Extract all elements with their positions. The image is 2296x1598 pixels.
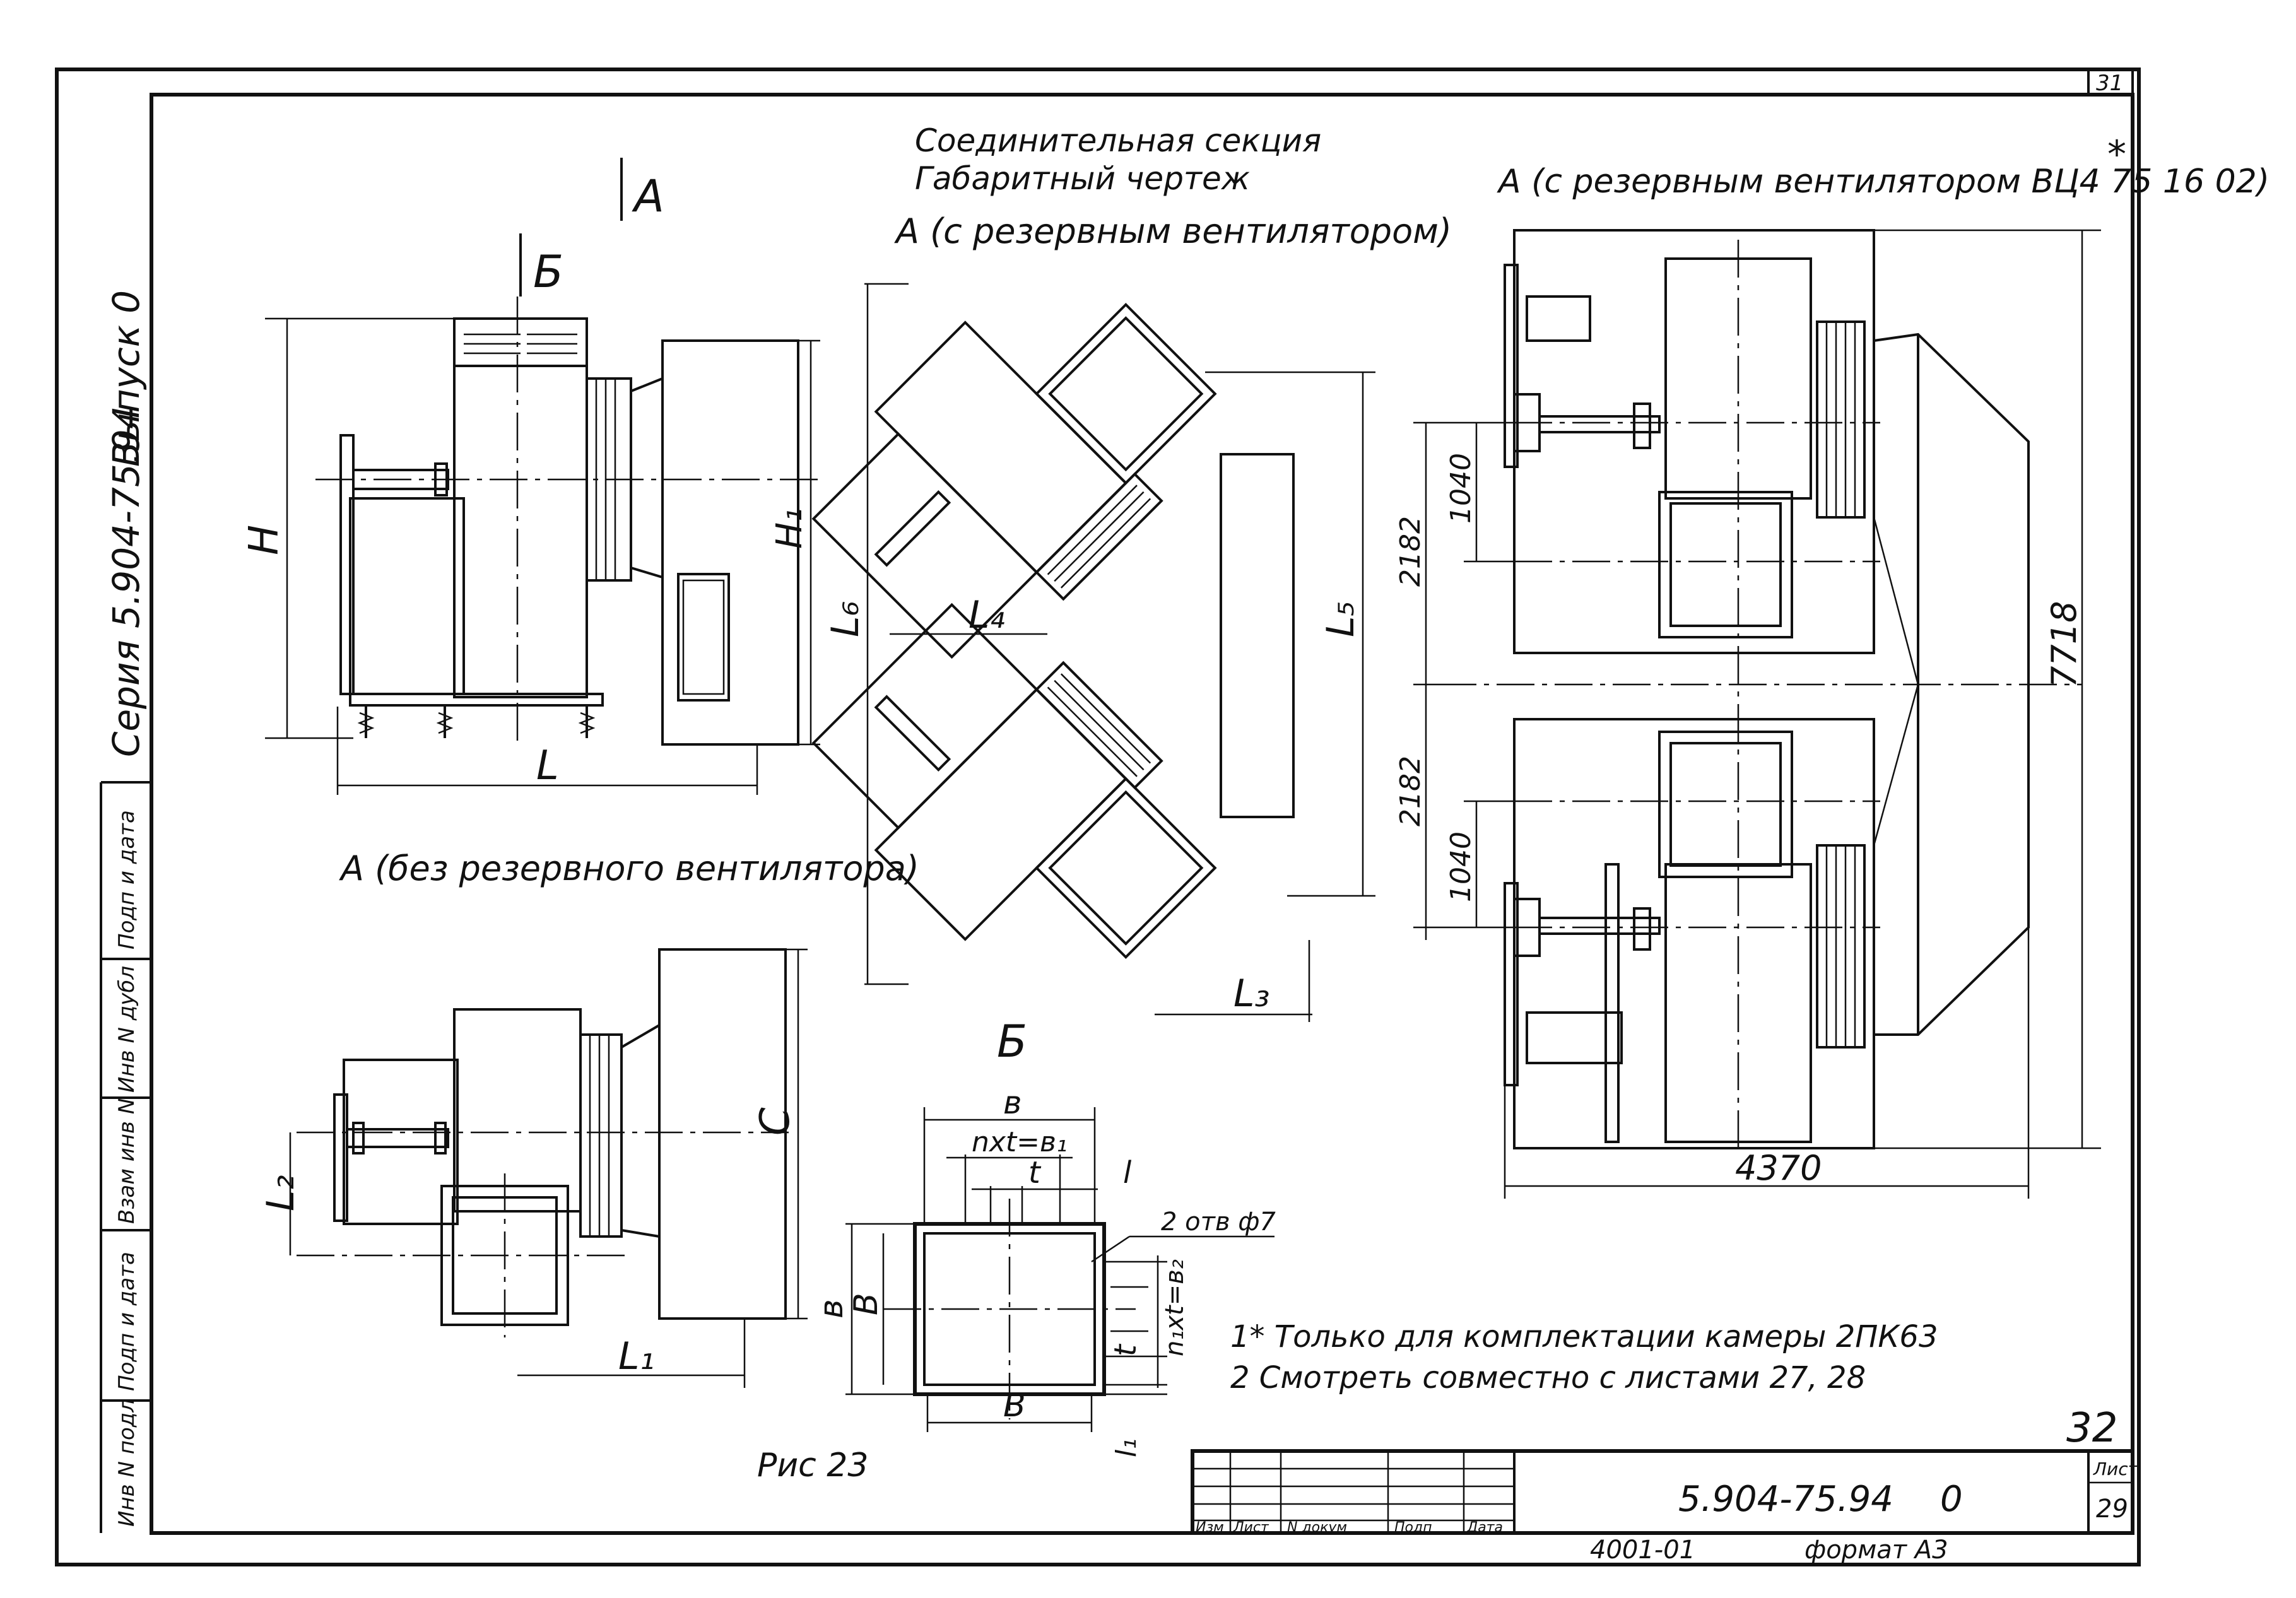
- page-number-handwritten: 32: [2066, 1405, 2117, 1452]
- note-1: 1* Только для комплектации камеры 2ПК63: [1230, 1319, 1938, 1354]
- dim-L: L: [536, 743, 559, 789]
- dim-H: H: [241, 525, 288, 555]
- section-b-arrow: Б: [533, 246, 563, 298]
- dim-L4: L₄: [968, 593, 1004, 637]
- dim-2182-upper: 2182: [1394, 516, 1427, 587]
- dim-nxt-b2: n₁xt=в₂: [1160, 1259, 1189, 1356]
- section-b-detail: в nxt=в₁ t l 2 отв ф7 в В В n₁xt=в₂ t: [813, 1084, 1276, 1457]
- dim-B-bottom: В: [1003, 1387, 1026, 1425]
- dim-C: C: [752, 1107, 799, 1136]
- plan-vc4: 2182 1040 2182 1040 7718 4370: [1394, 229, 2101, 1199]
- tb-format: формат А3: [1804, 1536, 1948, 1565]
- holes-label: 2 отв ф7: [1161, 1207, 1276, 1237]
- dim-4370: 4370: [1735, 1148, 1822, 1188]
- dim-t-top: t: [1028, 1155, 1042, 1190]
- dim-1040-upper: 1040: [1445, 453, 1477, 524]
- tb-sheet-number: 29: [2096, 1495, 2128, 1524]
- strip-cell-4: Инв N дубл: [114, 966, 139, 1093]
- tb-col-dokum: N докум: [1287, 1520, 1347, 1536]
- tb-sheet-label: Лист: [2093, 1459, 2139, 1479]
- asterisk-mark: *: [2107, 132, 2126, 177]
- dim-L5: L₅: [1319, 601, 1363, 637]
- dim-2182-lower: 2182: [1394, 756, 1427, 826]
- outer-frame: [55, 68, 2141, 1566]
- dim-7718: 7718: [2044, 601, 2084, 688]
- label-a-no-reserve: А (без резервного вентилятора): [339, 849, 919, 888]
- dim-L2: L₂: [259, 1175, 303, 1211]
- strip-cell-2: Подп и дата: [114, 1252, 139, 1391]
- title-block: Изм Лист N докум Подп Дата 5.904-75.94 0…: [1191, 1449, 2139, 1565]
- left-strip: Инв N подл Подп и дата Взам инв N Инв N …: [100, 290, 151, 1533]
- dim-L6: L₆: [823, 601, 868, 637]
- dim-l1-right: l₁: [1110, 1438, 1143, 1457]
- dim-B-left: В: [847, 1293, 885, 1315]
- series-label: Серия 5.904-75.94: [105, 406, 148, 757]
- side-view: А Б: [241, 158, 820, 795]
- title-line-1: Соединительная секция: [915, 122, 1321, 159]
- dim-b-top: в: [1003, 1084, 1021, 1121]
- figure-label: Рис 23: [757, 1447, 868, 1484]
- corner-sheet-number: 31: [2096, 71, 2123, 96]
- plan-no-reserve: C L₂ L₁: [259, 948, 808, 1388]
- tb-issue: 0: [1940, 1479, 1963, 1520]
- dim-L3: L₃: [1233, 972, 1269, 1016]
- section-a-arrow: А: [632, 170, 664, 222]
- tb-col-data: Дата: [1466, 1520, 1503, 1536]
- tb-col-list: Лист: [1233, 1520, 1269, 1536]
- label-b-view: Б: [997, 1016, 1027, 1067]
- tb-designation: 5.904-75.94: [1678, 1479, 1893, 1520]
- dim-t-right: t: [1108, 1343, 1143, 1356]
- dim-nxt-b1: nxt=в₁: [972, 1126, 1068, 1158]
- strip-cell-3: Взам инв N: [114, 1098, 139, 1224]
- dim-l-top: l: [1123, 1155, 1132, 1190]
- tb-stamp: 4001-01: [1590, 1536, 1695, 1565]
- strip-cell-5: Подп и дата: [114, 810, 139, 949]
- plan-with-reserve: L₆ L₅ L₄ L₃: [811, 283, 1375, 1022]
- dim-L1: L₁: [618, 1334, 654, 1378]
- issue-label: Выпуск 0: [105, 290, 148, 467]
- dim-1040-lower: 1040: [1445, 831, 1477, 902]
- tb-col-izm: Изм: [1196, 1520, 1224, 1536]
- label-a-with-reserve: А (с резервным вентилятором): [894, 211, 1452, 251]
- note-2: 2 Смотреть совместно с листами 27, 28: [1230, 1360, 1866, 1395]
- label-a-with-reserve-vc4: А (с резервным вентилятором ВЦ4 75 16 02…: [1497, 163, 2270, 201]
- inner-frame: [150, 93, 2134, 1535]
- corner-box: [2087, 68, 2134, 96]
- strip-cell-1: Инв N подл: [114, 1399, 139, 1527]
- dim-H1: H₁: [769, 508, 810, 549]
- tb-col-podp: Подп: [1394, 1520, 1432, 1536]
- title-line-2: Габаритный чертеж: [915, 160, 1250, 197]
- dim-b-left: в: [813, 1299, 851, 1319]
